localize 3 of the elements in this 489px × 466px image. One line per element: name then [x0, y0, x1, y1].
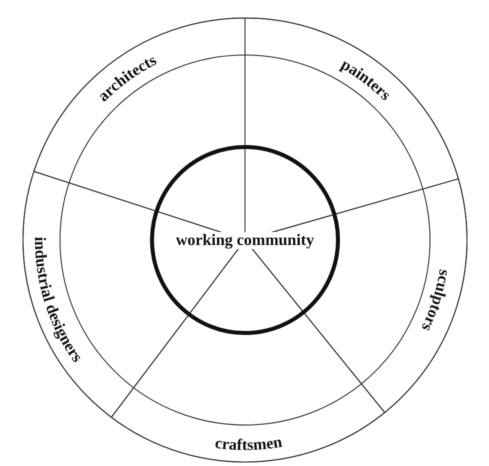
sector-label: craftsmen: [214, 434, 284, 454]
center-circle: [150, 145, 340, 335]
circle-label: working community: [174, 232, 316, 248]
